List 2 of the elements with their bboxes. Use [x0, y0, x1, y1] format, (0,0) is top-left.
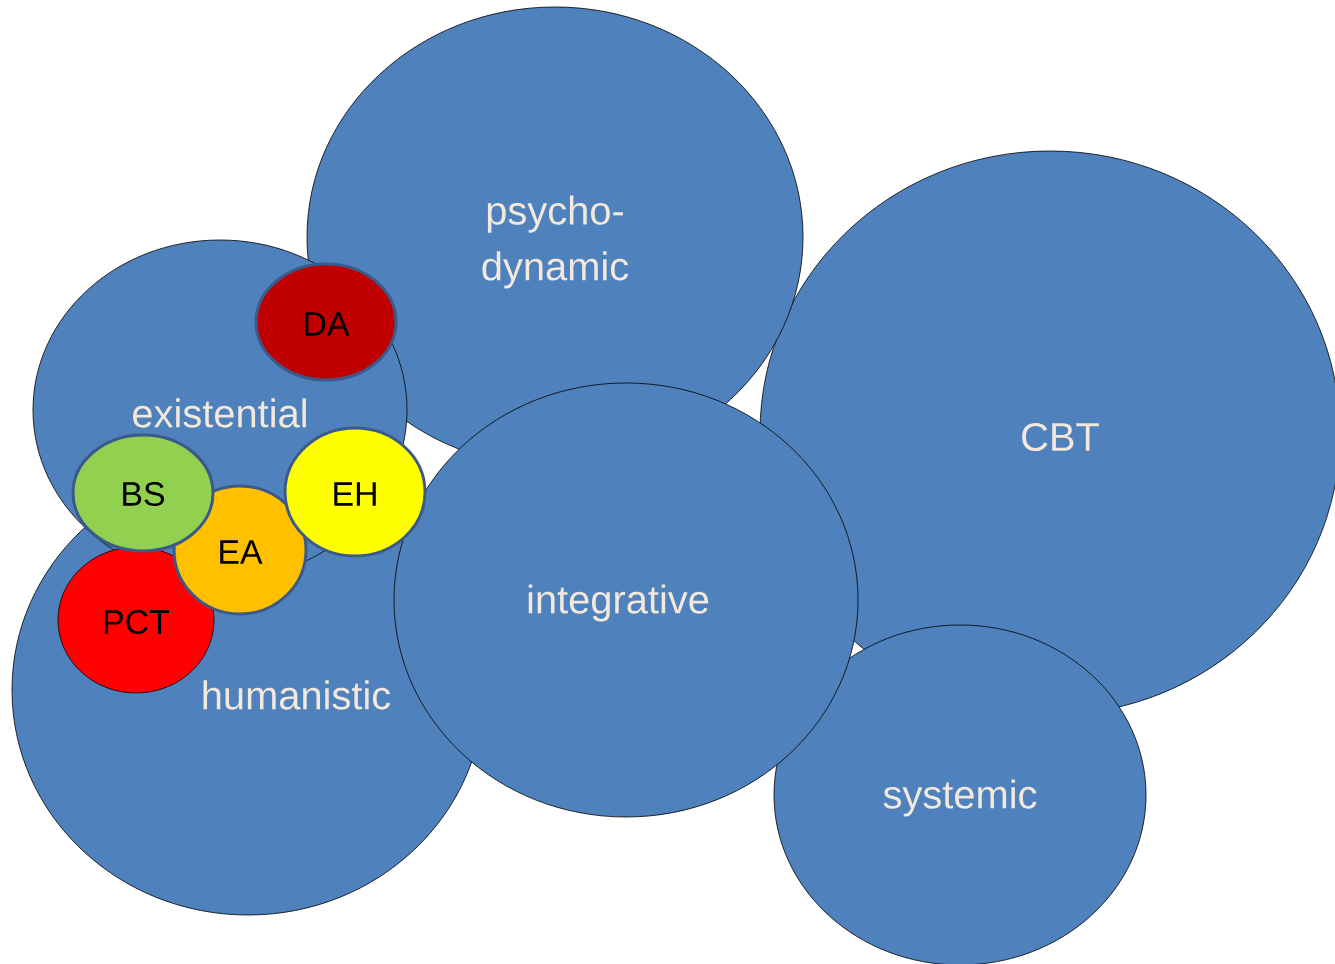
node-label: CBT: [1022, 422, 1099, 452]
node-label: systemic: [883, 779, 1037, 817]
